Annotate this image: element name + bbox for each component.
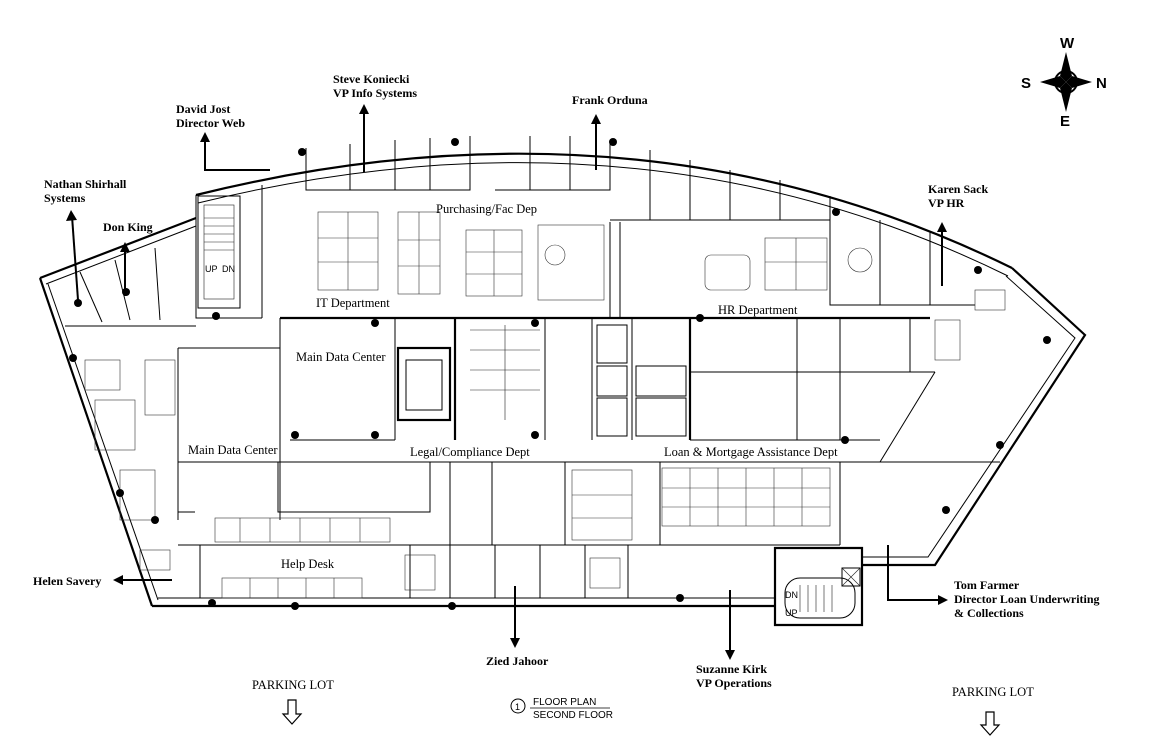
label-hr-department: HR Department: [718, 303, 798, 317]
person-nathan-name: Nathan Shirhall: [44, 177, 127, 191]
building-outline: [38, 152, 1087, 627]
stair-core-left: UP DN: [197, 195, 241, 309]
parking-lot-left-label: PARKING LOT: [252, 678, 334, 692]
compass-rose-icon: W S N E: [1021, 35, 1107, 130]
title-block-number: 1: [515, 702, 520, 712]
person-frank-name: Frank Orduna: [572, 93, 648, 107]
label-it-department: IT Department: [316, 296, 390, 310]
person-tom-title-2: & Collections: [954, 606, 1024, 620]
person-tom-name: Tom Farmer: [954, 578, 1020, 592]
label-legal-compliance: Legal/Compliance Dept: [410, 445, 530, 459]
furniture: [84, 211, 1006, 599]
down-arrow-icon: [979, 711, 1001, 736]
label-main-data-center-2: Main Data Center: [188, 443, 278, 457]
person-nathan-title: Systems: [44, 191, 86, 205]
person-karen-title: VP HR: [928, 196, 965, 210]
title-block-line1: FLOOR PLAN: [533, 697, 596, 708]
leader-arrows: [66, 104, 948, 660]
label-purchasing-dept: Purchasing/Fac Dep: [436, 202, 537, 216]
person-david-name: David Jost: [176, 102, 230, 116]
elevator-core: [396, 324, 687, 437]
compass-north-label: N: [1096, 75, 1107, 92]
parking-lot-right-label: PARKING LOT: [952, 685, 1034, 699]
compass-south-label: S: [1021, 75, 1031, 92]
title-block: 1 FLOOR PLAN SECOND FLOOR: [510, 697, 613, 721]
structural-columns: [69, 138, 1051, 610]
department-labels: Purchasing/Fac Dep IT Department HR Depa…: [188, 202, 838, 571]
stair-left-dn: DN: [222, 264, 235, 274]
compass-west-label: W: [1060, 35, 1075, 52]
person-steve-title: VP Info Systems: [333, 86, 417, 100]
compass-east-label: E: [1060, 113, 1070, 130]
parking-labels: PARKING LOT PARKING LOT: [252, 678, 1034, 736]
stair-right-up: UP: [785, 608, 798, 618]
stair-left-up: UP: [205, 264, 218, 274]
person-karen-name: Karen Sack: [928, 182, 988, 196]
stair-right-dn: DN: [785, 590, 798, 600]
person-helen-name: Helen Savery: [33, 574, 101, 588]
person-suzanne-title: VP Operations: [696, 676, 772, 690]
label-help-desk: Help Desk: [281, 557, 335, 571]
person-tom-title: Director Loan Underwriting: [954, 592, 1100, 606]
person-labels: Steve Koniecki VP Info Systems David Jos…: [33, 72, 1100, 690]
person-steve-name: Steve Koniecki: [333, 72, 410, 86]
interior-walls: [65, 136, 1000, 598]
person-don-name: Don King: [103, 220, 153, 234]
person-david-title: Director Web: [176, 116, 245, 130]
title-block-line2: SECOND FLOOR: [533, 710, 613, 721]
stair-core-right: DN UP: [784, 567, 861, 619]
person-zied-name: Zied Jahoor: [486, 654, 549, 668]
down-arrow-icon: [281, 699, 303, 725]
person-suzanne-name: Suzanne Kirk: [696, 662, 767, 676]
label-main-data-center-1: Main Data Center: [296, 350, 386, 364]
label-loan-mortgage: Loan & Mortgage Assistance Dept: [664, 445, 838, 459]
